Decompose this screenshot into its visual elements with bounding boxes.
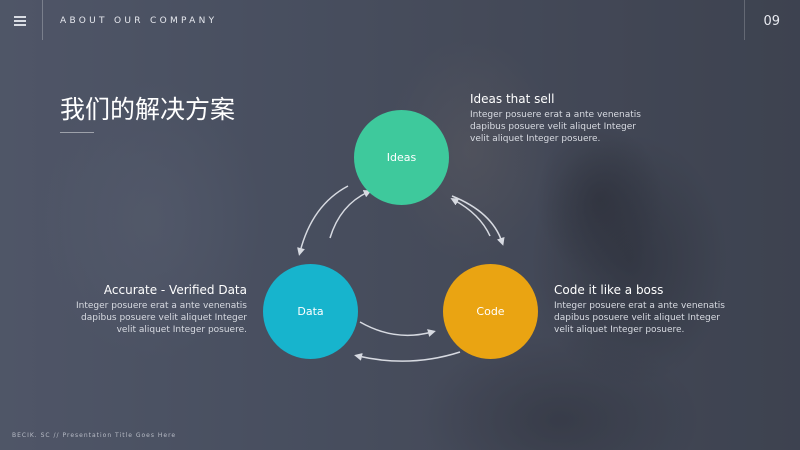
ideas-circle[interactable]: Ideas — [354, 110, 449, 205]
ideas-body: Integer posuere erat a ante venenatis da… — [470, 110, 641, 144]
code-circle[interactable]: Code — [443, 264, 538, 359]
company-label: ABOUT OUR COMPANY — [60, 16, 218, 26]
data-heading: Accurate - Verified Data — [103, 283, 247, 297]
arrow-icon — [359, 321, 436, 337]
code-heading: Code it like a boss — [554, 283, 664, 297]
ideas-heading: Ideas that sell — [470, 92, 555, 106]
page-title: 我们的解决方案 — [60, 95, 236, 124]
top-divider — [42, 0, 43, 40]
footer-text: BECIK. SC // Presentation Title Goes Her… — [12, 432, 177, 439]
arrow-icon — [297, 185, 349, 256]
menu-icon[interactable] — [14, 16, 26, 26]
code-text-block: Code it like a boss Integer posuere erat… — [554, 283, 729, 336]
title-underline — [60, 132, 94, 133]
data-text-block: Accurate - Verified Data Integer posuere… — [70, 283, 247, 336]
code-body: Integer posuere erat a ante venenatis da… — [554, 301, 725, 335]
data-body: Integer posuere erat a ante venenatis da… — [76, 301, 247, 335]
data-circle[interactable]: Data — [263, 264, 358, 359]
arrow-icon — [354, 351, 461, 362]
arrow-icon — [450, 198, 491, 237]
page-number: 09 — [763, 14, 780, 29]
code-circle-label: Code — [476, 305, 505, 318]
page-divider — [744, 0, 745, 40]
arrow-icon — [329, 190, 372, 239]
ideas-circle-label: Ideas — [386, 151, 417, 164]
top-bar: ABOUT OUR COMPANY 09 — [0, 0, 800, 44]
data-circle-label: Data — [297, 305, 324, 318]
ideas-text-block: Ideas that sell Integer posuere erat a a… — [470, 92, 645, 145]
